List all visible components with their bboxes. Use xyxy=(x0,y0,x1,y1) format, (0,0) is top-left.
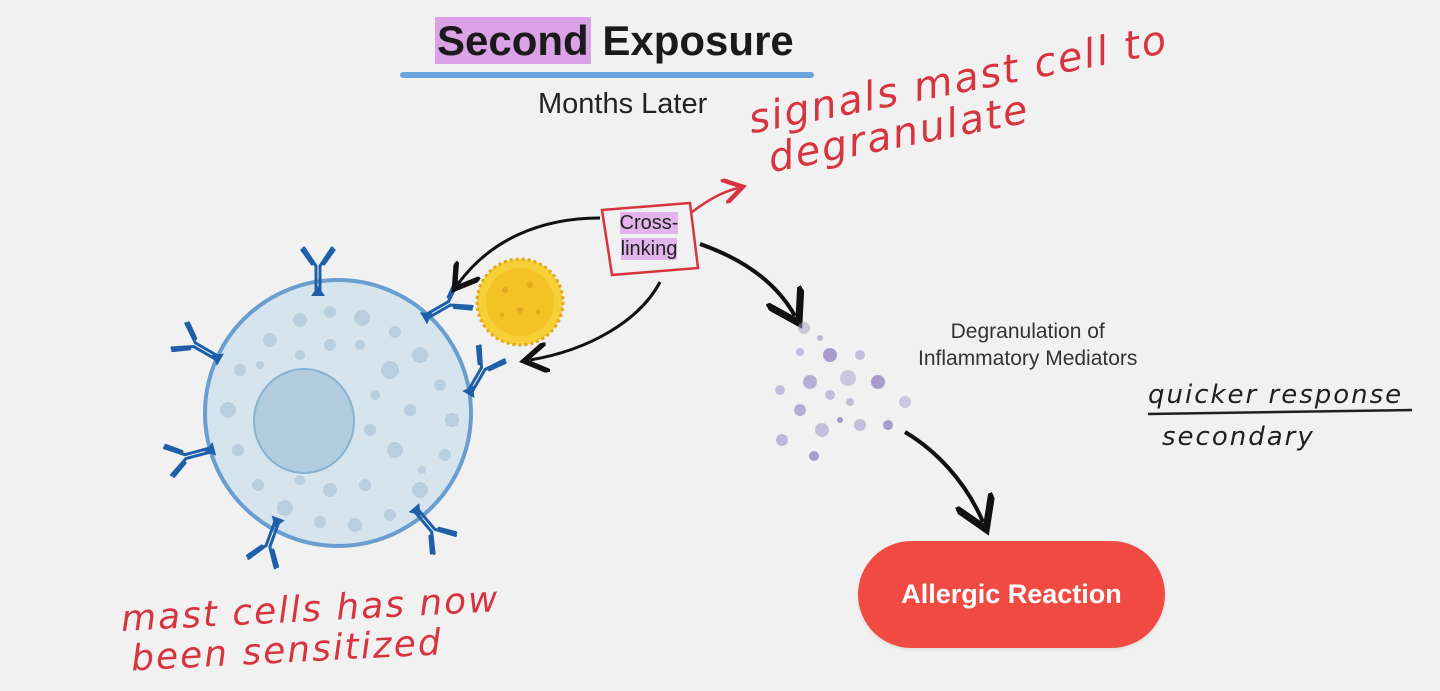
red-annotation-arrow xyxy=(691,188,738,214)
crosslinking-line-2: linking xyxy=(620,238,678,260)
crosslinking-line-1: Cross- xyxy=(619,212,679,234)
title-highlight: Second xyxy=(435,17,591,64)
note-underline xyxy=(1147,408,1413,416)
mast-cell xyxy=(203,278,473,548)
note-response: quicker response secondary xyxy=(1148,380,1403,452)
arrow-to-degranulation xyxy=(699,242,795,316)
title-underline xyxy=(400,72,814,78)
arrow-to-allergic-reaction xyxy=(903,430,983,522)
title-rest: Exposure xyxy=(590,17,794,64)
degranulation-line-1: Degranulation of xyxy=(950,320,1105,343)
cell-granules xyxy=(220,306,459,532)
arrow-to-cell-top xyxy=(458,216,601,284)
degranulation-label: Degranulation of Inflammatory Mediators xyxy=(918,318,1137,372)
subtitle: Months Later xyxy=(538,88,708,120)
cell-nucleus xyxy=(253,368,355,474)
page-title: Second Exposure xyxy=(435,10,794,72)
allergic-reaction-badge: Allergic Reaction xyxy=(858,541,1165,648)
degranulation-line-2: Inflammatory Mediators xyxy=(918,347,1138,370)
crosslinking-label: Cross- linking xyxy=(612,210,686,262)
note-response-line-2: secondary xyxy=(1162,422,1315,452)
crosslinking-box xyxy=(600,201,700,277)
note-response-line-1: quicker response xyxy=(1148,380,1404,410)
inflammatory-mediators xyxy=(775,322,911,461)
arrow-to-cell-bottom xyxy=(530,281,662,360)
allergen-particle xyxy=(475,257,565,347)
